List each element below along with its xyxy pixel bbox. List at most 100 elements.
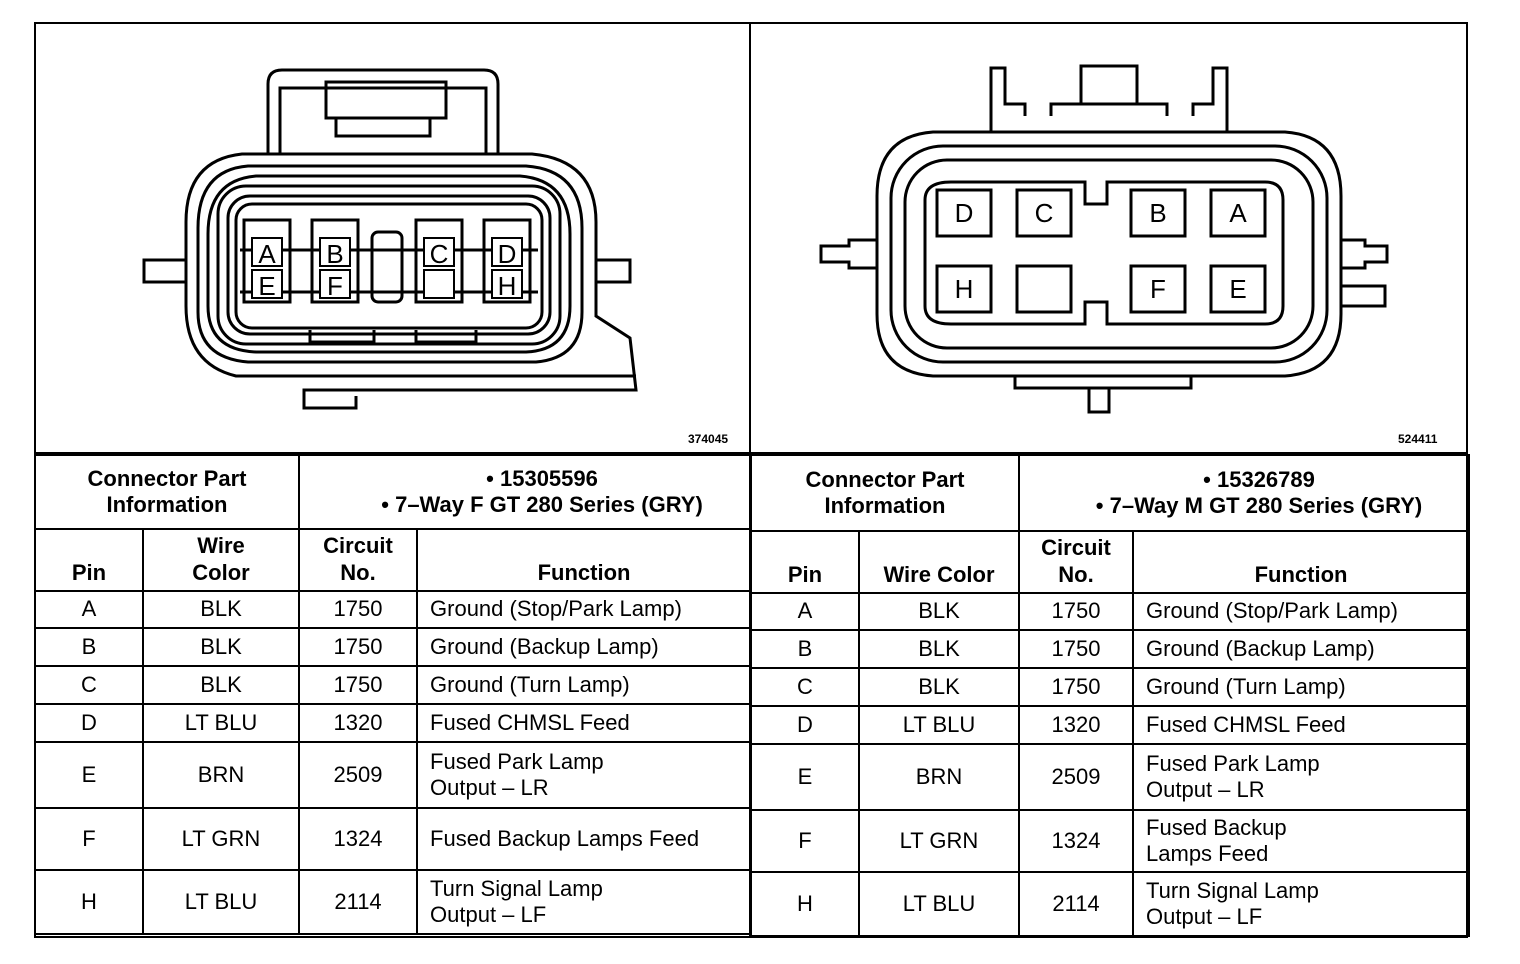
right-pin-label: H: [955, 274, 974, 304]
left-function-cell: Ground (Stop/Park Lamp): [416, 590, 753, 629]
left-circuit-cell: 1750: [298, 627, 419, 667]
right-pin-label: A: [1229, 198, 1247, 228]
right-pin-label: C: [1035, 198, 1054, 228]
right-circuit-cell: 1750: [1018, 629, 1135, 669]
right-function-line: Turn Signal Lamp: [1146, 877, 1319, 903]
left-pin-label: A: [258, 239, 276, 269]
right-circuit-cell: 1750: [1018, 592, 1135, 631]
right-pin-cell: H: [750, 871, 860, 937]
left-col-function: Function: [416, 528, 753, 592]
right-pin-cell: A: [750, 592, 860, 631]
right-function-line: Fused Backup: [1146, 814, 1287, 840]
left-function-line: Fused Park Lamp: [430, 748, 604, 774]
right-pin-cell: B: [750, 629, 860, 669]
right-pin-label: E: [1229, 274, 1246, 304]
right-pin-cell: C: [750, 667, 860, 707]
right-wire-color-cell: BRN: [857, 743, 1021, 811]
left-function-line: Output – LR: [430, 775, 549, 800]
left-wire-color-cell: LT BLU: [141, 703, 301, 743]
left-function-line: Fused CHMSL Feed: [430, 709, 630, 735]
left-pin-label: F: [327, 271, 343, 301]
right-circuit-cell: 1324: [1018, 809, 1135, 873]
left-circuit-cell: 2114: [298, 869, 419, 935]
right-circuit-cell: 1320: [1018, 705, 1135, 745]
right-pin-cell: F: [750, 809, 860, 873]
left-wire-color-cell: BLK: [141, 665, 301, 705]
left-wire-color-cell: LT BLU: [141, 869, 301, 935]
left-circuit-cell: 1750: [298, 665, 419, 705]
left-function-cell: Fused Backup Lamps Feed: [416, 807, 753, 871]
left-pin-label: H: [498, 271, 517, 301]
right-pin-label: D: [955, 198, 974, 228]
left-function-line: Turn Signal Lamp: [430, 875, 603, 901]
right-wire-color-cell: LT BLU: [857, 871, 1021, 937]
right-function-line: Ground (Stop/Park Lamp): [1146, 598, 1398, 624]
right-function-line: Fused Park Lamp: [1146, 750, 1320, 776]
right-circuit-cell: 2509: [1018, 743, 1135, 811]
left-figure-id: 374045: [688, 432, 729, 446]
left-part-desc: • 7–Way F GT 280 Series (GRY): [381, 492, 703, 517]
right-wire-color-cell: LT BLU: [857, 705, 1021, 745]
left-function-cell: Ground (Turn Lamp): [416, 665, 753, 705]
left-wire-color-cell: BLK: [141, 627, 301, 667]
right-function-line: Output – LF: [1146, 904, 1263, 929]
right-info-label: Connector Part Information: [749, 454, 1021, 532]
male-connector-diagram: D C B A H F E: [819, 64, 1389, 414]
right-wire-color-cell: LT GRN: [857, 809, 1021, 873]
left-part-number: • 15305596: [486, 465, 598, 491]
right-function-cell: Ground (Backup Lamp): [1132, 629, 1471, 669]
left-wire-color-cell: BRN: [141, 741, 301, 809]
right-function-line: Ground (Backup Lamp): [1146, 635, 1375, 661]
left-info-label-line: Information: [106, 492, 228, 517]
left-pin-label: C: [430, 239, 449, 269]
left-pin-label: D: [498, 239, 517, 269]
right-function-line: Output – LR: [1146, 777, 1265, 802]
left-pin-cell: E: [34, 741, 144, 809]
right-pin-cell: D: [750, 705, 860, 745]
right-part-desc: • 7–Way M GT 280 Series (GRY): [1095, 493, 1423, 518]
left-pin-cell: F: [34, 807, 144, 871]
left-pin-table: Connector Part Information • 15305596 • …: [33, 454, 753, 935]
left-function-line: Ground (Turn Lamp): [430, 671, 630, 697]
right-info-values: • 15326789 • 7–Way M GT 280 Series (GRY): [1018, 454, 1471, 532]
left-info-values: • 15305596 • 7–Way F GT 280 Series (GRY): [298, 454, 753, 530]
right-info-row: Connector Part Information • 15326789 • …: [749, 454, 1471, 532]
left-pin-cell: B: [34, 627, 144, 667]
right-function-cell: Fused CHMSL Feed: [1132, 705, 1471, 745]
right-wire-color-cell: BLK: [857, 667, 1021, 707]
left-pin-cell: C: [34, 665, 144, 705]
left-circuit-cell: 1324: [298, 807, 419, 871]
right-wire-color-cell: BLK: [857, 592, 1021, 631]
right-pin-cell: E: [750, 743, 860, 811]
right-pin-table: Connector Part Information • 15326789 • …: [749, 454, 1471, 937]
right-function-line: Lamps Feed: [1146, 841, 1269, 866]
right-pin-label: F: [1150, 274, 1166, 304]
left-info-label-line: Connector Part: [87, 465, 247, 491]
left-circuit-cell: 2509: [298, 741, 419, 809]
image-bottom-divider: [34, 452, 1468, 454]
left-pin-label: B: [326, 239, 343, 269]
left-pin-cell: H: [34, 869, 144, 935]
right-circuit-cell: 1750: [1018, 667, 1135, 707]
left-circuit-cell: 1750: [298, 590, 419, 629]
left-pin-label: E: [258, 271, 275, 301]
right-function-line: Ground (Turn Lamp): [1146, 673, 1346, 699]
left-col-pin: Pin: [34, 528, 144, 592]
